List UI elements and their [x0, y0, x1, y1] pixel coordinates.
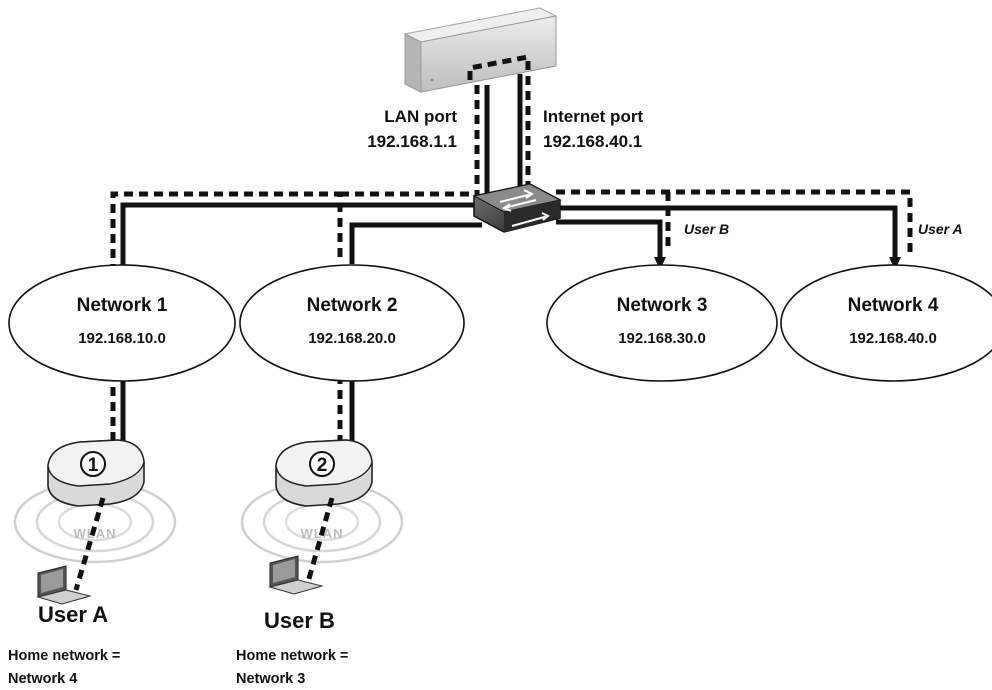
- user-a-info: User A Home network = Network 4: [8, 602, 120, 687]
- user-b-info: User B Home network = Network 3: [236, 608, 348, 687]
- user-b-home-line1: Home network =: [236, 648, 348, 664]
- network-2: Network 2 192.168.20.0: [239, 264, 465, 382]
- user-a-home-line2: Network 4: [8, 671, 77, 687]
- network-1-name: Network 1: [77, 295, 168, 316]
- network-4: Network 4 192.168.40.0: [780, 264, 992, 382]
- network-4-name: Network 4: [848, 295, 939, 316]
- ap-1-body: 1: [47, 439, 145, 507]
- network-3-name: Network 3: [617, 295, 708, 316]
- user-a-home-line1: Home network =: [8, 648, 120, 664]
- internet-port-label-group: Internet port 192.168.40.1: [543, 107, 643, 151]
- router-device: [403, 7, 558, 93]
- network-2-name: Network 2: [307, 295, 398, 316]
- user-b-name: User B: [264, 608, 335, 633]
- network3-flow-label: User B: [684, 221, 729, 237]
- laptop-user-b: [268, 555, 324, 595]
- access-point-2: WLAN 2: [240, 439, 404, 564]
- laptop-user-a: [36, 565, 92, 605]
- lan-port-label: LAN port: [384, 107, 457, 126]
- user-b-home-line2: Network 3: [236, 671, 305, 687]
- network-1-ip: 192.168.10.0: [78, 330, 166, 347]
- ap-2-number: 2: [317, 455, 328, 476]
- backbone-links: [110, 189, 913, 290]
- user-a-name: User A: [38, 602, 108, 627]
- network-1: Network 1 192.168.10.0: [8, 264, 236, 382]
- router-uplinks: [467, 53, 531, 196]
- access-point-1: WLAN 1: [13, 439, 177, 564]
- network-4-ip: 192.168.40.0: [849, 330, 937, 347]
- internet-port-label: Internet port: [543, 107, 643, 126]
- switch-device: [472, 183, 562, 233]
- ap-2-body: 2: [275, 439, 373, 507]
- internet-port-ip: 192.168.40.1: [543, 132, 642, 151]
- ap-1-number: 1: [88, 455, 99, 476]
- network-3: Network 3 192.168.30.0: [546, 264, 778, 382]
- network-3-ip: 192.168.30.0: [618, 330, 706, 347]
- network-2-ip: 192.168.20.0: [308, 330, 396, 347]
- network4-flow-label: User A: [918, 221, 963, 237]
- lan-port-ip: 192.168.1.1: [367, 132, 457, 151]
- lan-port-label-group: LAN port 192.168.1.1: [367, 107, 457, 151]
